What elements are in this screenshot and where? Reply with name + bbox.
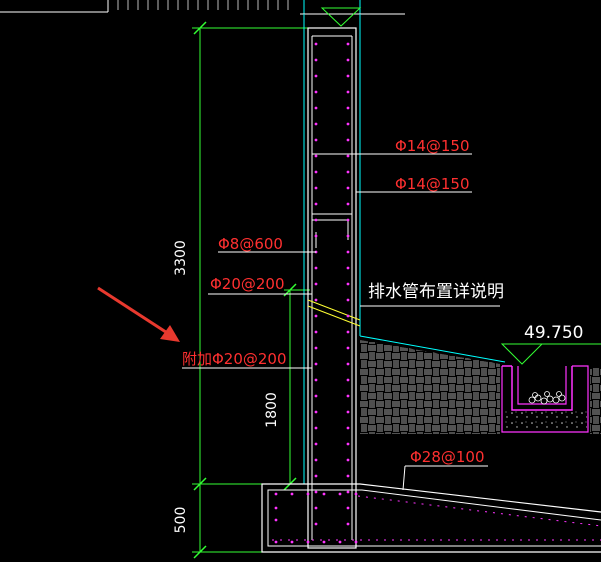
rebar-dot: [346, 90, 350, 94]
rebar-dot: [338, 492, 342, 496]
leader-lines: [182, 153, 500, 491]
rebar-dot: [314, 154, 318, 158]
rebar-dot: [346, 58, 350, 62]
label-vert-inner-upper: Φ14@150: [395, 175, 470, 193]
rebar-dot: [314, 58, 318, 62]
rebar-dot: [314, 362, 318, 366]
rebar-dot: [346, 442, 350, 446]
rebar-dot: [314, 138, 318, 142]
waterproof-layer: [303, 14, 506, 484]
rebar-dot: [346, 458, 350, 462]
dim-total-height: 3300: [173, 240, 189, 276]
rebar-dot: [314, 42, 318, 46]
rebar-dot: [346, 330, 350, 334]
rebar-dots: [274, 42, 358, 544]
rebar-dot: [354, 540, 358, 544]
rebar-dot: [322, 540, 326, 544]
rebar-dot: [314, 202, 318, 206]
rebar-dot: [346, 106, 350, 110]
rebar-dot: [346, 74, 350, 78]
rebar-dot: [346, 346, 350, 350]
rebar-dot: [314, 314, 318, 318]
rebar-dot: [274, 540, 278, 544]
dim-wall-lower-height: 1800: [264, 392, 280, 428]
rebar-dot: [354, 492, 358, 496]
rebar-dot: [314, 170, 318, 174]
rebar-dot: [290, 540, 294, 544]
rebar-dot: [314, 410, 318, 414]
rebar-dot: [346, 394, 350, 398]
label-footing-bar: Φ28@100: [410, 448, 485, 466]
rebar-dot: [346, 522, 350, 526]
rebar-dot: [314, 74, 318, 78]
rebar-dot: [306, 492, 310, 496]
retaining-wall: [307, 27, 361, 549]
top-border-lines: [0, 0, 405, 27]
rebar-dot: [346, 186, 350, 190]
rebar-dot: [322, 492, 326, 496]
rebar-dot: [314, 234, 318, 238]
label-vert-outer-upper: Φ14@150: [395, 137, 470, 155]
drainage-note: 排水管布置详说明: [368, 282, 504, 302]
rebar-dot: [314, 458, 318, 462]
elevation-label: 49.750: [524, 323, 583, 343]
rebar-dot: [346, 138, 350, 142]
rebar-dot: [346, 154, 350, 158]
rebar-dot: [346, 122, 350, 126]
backfill-soil: [360, 340, 601, 434]
rebar-dot: [338, 540, 342, 544]
rebar-dot: [314, 378, 318, 382]
drainage-ditch: [500, 343, 601, 433]
rebar-dot: [314, 442, 318, 446]
label-vert-lower: Φ20@200: [210, 275, 285, 293]
rebar-dot: [346, 426, 350, 430]
rebar-dot: [346, 170, 350, 174]
rebar-dot: [346, 282, 350, 286]
rebar-dot: [314, 282, 318, 286]
rebar-dot: [346, 474, 350, 478]
footing: [261, 483, 601, 553]
rebar-dot: [346, 490, 350, 494]
rebar-dot: [314, 106, 318, 110]
rebar-dot: [274, 506, 278, 510]
rebar-dot: [314, 346, 318, 350]
label-added-bar: 附加Φ20@200: [182, 350, 287, 368]
rebar-dot: [314, 186, 318, 190]
rebar-dot: [346, 314, 350, 318]
rebar-dot: [314, 266, 318, 270]
rebar-dot: [346, 234, 350, 238]
rebar-dot: [346, 410, 350, 414]
rebar-dot: [314, 490, 318, 494]
red-arrow-icon: [97, 286, 180, 342]
rebar-dot: [314, 474, 318, 478]
rebar-dot: [314, 122, 318, 126]
rebar-dot: [346, 42, 350, 46]
rebar-dot: [274, 492, 278, 496]
rebar-dot: [314, 506, 318, 510]
rebar-dot: [314, 90, 318, 94]
rebar-dot: [314, 298, 318, 302]
rebar-dot: [346, 266, 350, 270]
rebar-dot: [346, 378, 350, 382]
rebar-dot: [314, 522, 318, 526]
rebar-dot: [314, 426, 318, 430]
rebar-dot: [274, 518, 278, 522]
rebar-dot: [290, 492, 294, 496]
rebar-dot: [314, 394, 318, 398]
rebar-dot: [346, 250, 350, 254]
rebar-dot: [306, 540, 310, 544]
rebar-dot: [346, 362, 350, 366]
dim-footing-height: 500: [173, 507, 189, 534]
rebar-dot: [314, 330, 318, 334]
rebar-dot: [314, 218, 318, 222]
rebar-dot: [346, 202, 350, 206]
rebar-dot: [346, 506, 350, 510]
rebar-dot: [346, 218, 350, 222]
rebar-dot: [346, 298, 350, 302]
label-tie-bar: Φ8@600: [218, 235, 283, 253]
dimension-lines: [192, 21, 310, 559]
